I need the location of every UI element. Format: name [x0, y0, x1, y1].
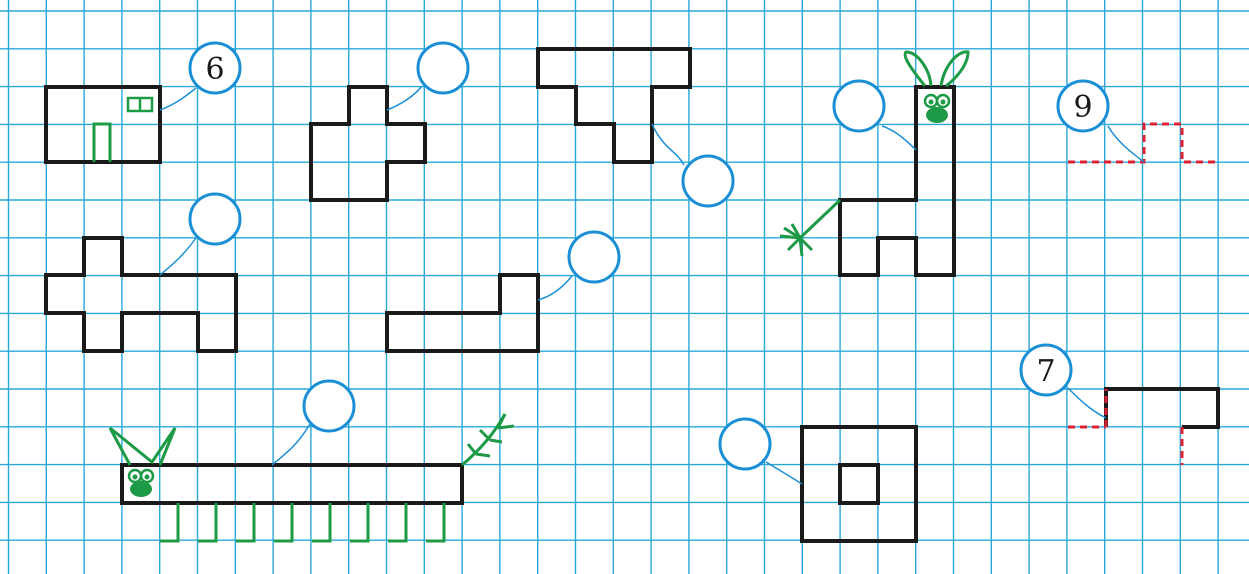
- callout-circle-l-shape[interactable]: [569, 232, 619, 282]
- circle-number-6: 6: [205, 52, 224, 87]
- caterpillar-face: [130, 481, 152, 497]
- giraffe-muzzle: [926, 107, 948, 123]
- outer-square: [802, 427, 916, 541]
- callout-circle-giraffe[interactable]: [834, 81, 884, 131]
- caterpillar-tail: [462, 414, 514, 465]
- caterpillar-antennae: [110, 428, 175, 465]
- cross-shape: [311, 87, 425, 200]
- circle-number-9: 9: [1073, 90, 1092, 125]
- callout-circle-t-shape[interactable]: [683, 156, 733, 206]
- caterpillar-legs: [160, 503, 444, 541]
- caterpillar-figure: [110, 414, 514, 541]
- plane-shape: [46, 238, 236, 351]
- giraffe-ear-right: [941, 52, 968, 86]
- callout-circle-cross[interactable]: [418, 43, 468, 93]
- circle-number-7: 7: [1036, 354, 1055, 389]
- callout-circles: [190, 43, 1108, 469]
- callout-circle-caterpillar[interactable]: [304, 381, 354, 431]
- giraffe-tail: [780, 200, 840, 256]
- caterpillar-body: [122, 465, 462, 503]
- framed-square-figure: [802, 427, 916, 541]
- callout-circle-framed-square[interactable]: [720, 419, 770, 469]
- solid-step-bottom: [1106, 389, 1218, 427]
- giraffe-ear-left: [905, 52, 931, 86]
- house-door: [94, 124, 110, 162]
- inner-square: [840, 465, 878, 503]
- callout-circle-plane[interactable]: [190, 194, 240, 244]
